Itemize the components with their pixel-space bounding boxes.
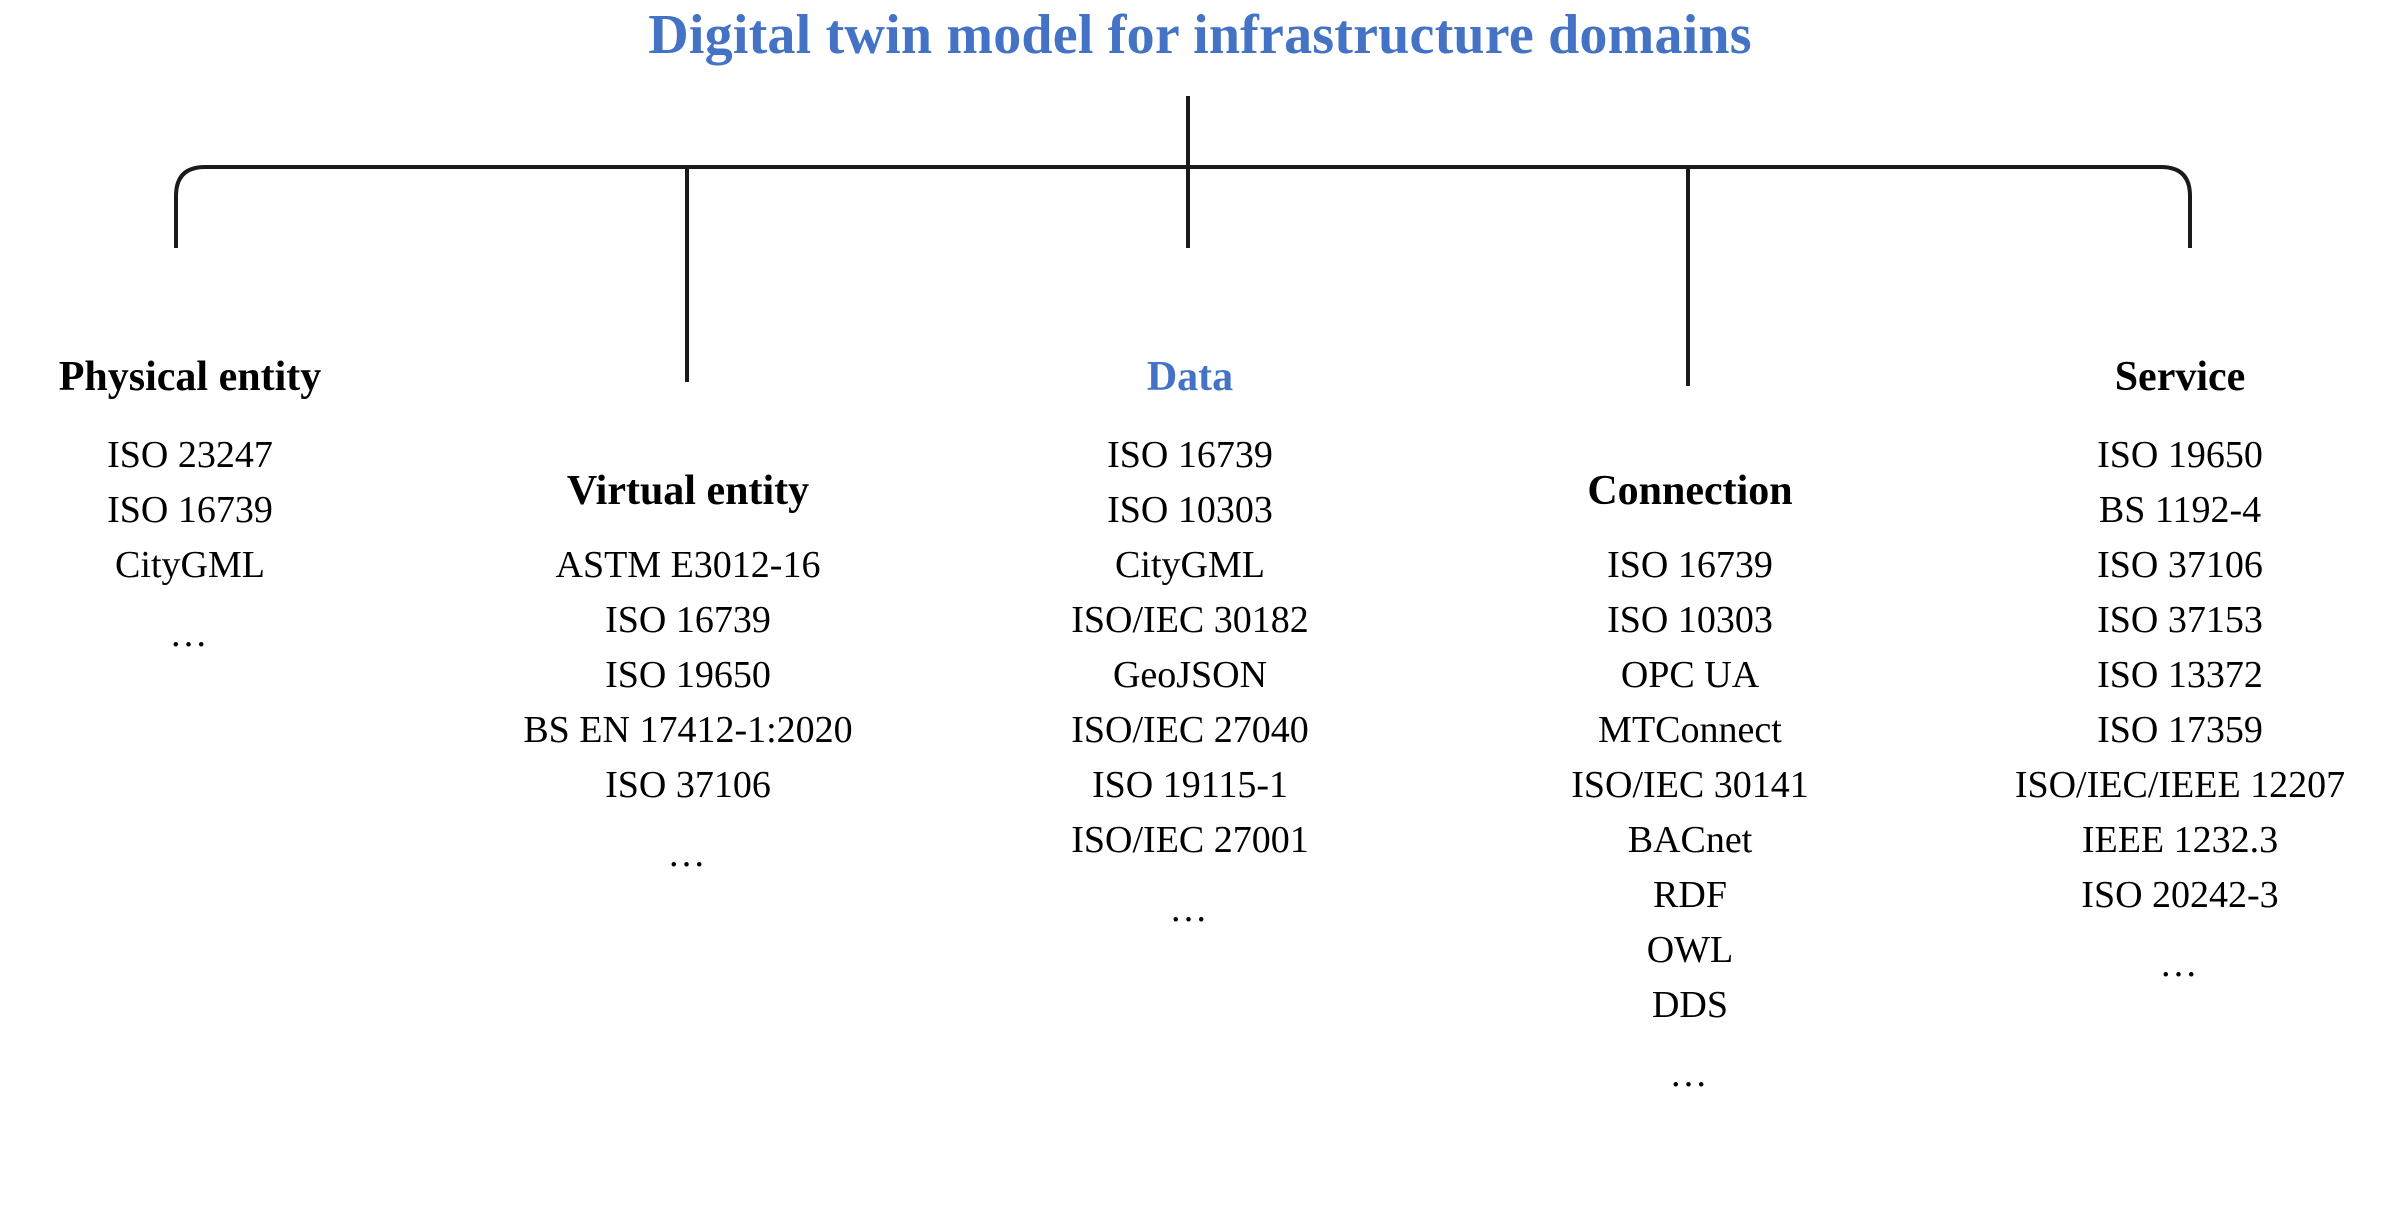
list-item: ASTM E3012-16 [555,544,821,586]
list-item: ISO 23247 [107,434,273,476]
branch-virtual-entity: Virtual entity ASTM E3012-16 ISO 16739 I… [468,470,908,882]
list-item: ISO 16739 [605,599,771,641]
list-item: ISO 19115-1 [1092,764,1288,806]
list-ellipsis: … [667,833,709,875]
branch-items-data: ISO 16739 ISO 10303 CityGML ISO/IEC 3018… [990,428,1390,937]
branch-data: Data ISO 16739 ISO 10303 CityGML ISO/IEC… [990,356,1390,937]
main-bracket [174,165,2192,248]
list-ellipsis: … [169,613,211,655]
list-item: ISO/IEC 27001 [1071,819,1309,861]
branch-header-data: Data [1146,354,1234,400]
list-item: ISO/IEC 30141 [1571,764,1809,806]
list-item: BS 1192-4 [2098,489,2262,531]
list-item: ISO 37106 [2097,544,2263,586]
list-item: ISO/IEC/IEEE 12207 [2014,764,2346,806]
branch-service: Service ISO 19650 BS 1192-4 ISO 37106 IS… [1960,356,2400,992]
branch-items-connection: ISO 16739 ISO 10303 OPC UA MTConnect ISO… [1480,538,1900,1102]
list-item: ISO 16739 [1107,434,1273,476]
page-title: Digital twin model for infrastructure do… [648,4,1752,66]
list-ellipsis: … [1669,1053,1711,1095]
branch-physical-entity: Physical entity ISO 23247 ISO 16739 City… [0,356,380,662]
branch-items-service: ISO 19650 BS 1192-4 ISO 37106 ISO 37153 … [1960,428,2400,992]
list-item: CityGML [1115,544,1265,586]
list-item: BS EN 17412-1:2020 [523,709,853,751]
list-item: GeoJSON [1112,654,1268,696]
list-item: ISO/IEC 27040 [1071,709,1309,751]
list-item: OPC UA [1620,654,1760,696]
list-item: ISO 16739 [107,489,273,531]
list-item: ISO 19650 [2097,434,2263,476]
list-item: ISO 19650 [605,654,771,696]
branch-items-physical-entity: ISO 23247 ISO 16739 CityGML … [0,428,380,662]
list-item: ISO/IEC 30182 [1071,599,1309,641]
branch-connection: Connection ISO 16739 ISO 10303 OPC UA MT… [1480,470,1900,1102]
list-ellipsis: … [1169,888,1211,930]
list-item: ISO 10303 [1107,489,1273,531]
branch-header-connection: Connection [1587,468,1793,514]
branch-header-service: Service [2114,354,2246,400]
branch-items-virtual-entity: ASTM E3012-16 ISO 16739 ISO 19650 BS EN … [468,538,908,882]
list-item: ISO 37106 [605,764,771,806]
list-item: OWL [1646,929,1734,971]
list-ellipsis: … [2159,943,2201,985]
list-item: CityGML [115,544,265,586]
list-item: ISO 37153 [2097,599,2263,641]
list-item: ISO 16739 [1607,544,1773,586]
list-item: MTConnect [1598,709,1782,751]
list-item: DDS [1651,984,1729,1026]
branch-header-virtual-entity: Virtual entity [566,468,810,514]
list-item: IEEE 1232.3 [2081,819,2279,861]
branch-header-physical-entity: Physical entity [58,354,322,400]
list-item: ISO 17359 [2097,709,2263,751]
list-item: ISO 10303 [1607,599,1773,641]
list-item: ISO 20242-3 [2081,874,2279,916]
list-item: BACnet [1627,819,1753,861]
list-item: ISO 13372 [2097,654,2263,696]
list-item: RDF [1653,874,1727,916]
